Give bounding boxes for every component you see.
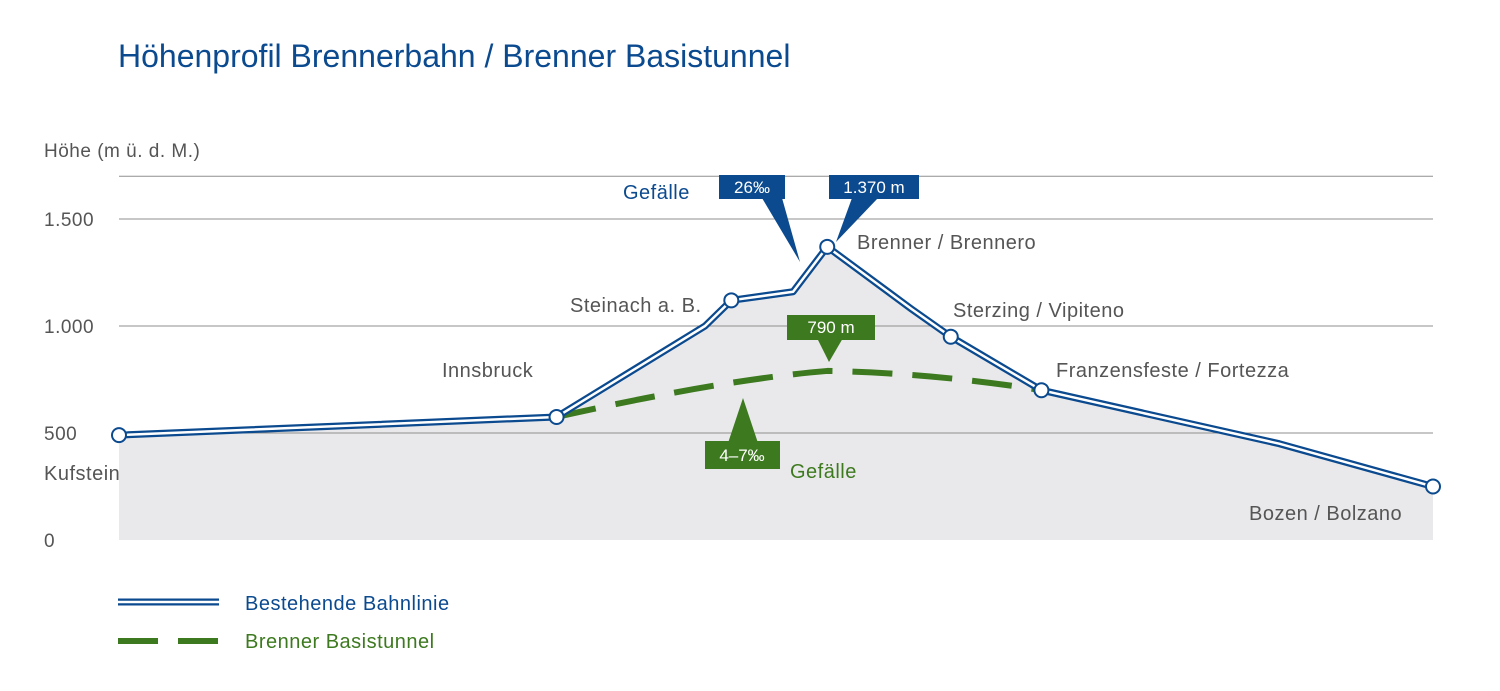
station-marker	[723, 292, 740, 309]
callout-box	[787, 315, 875, 340]
station-label-franzensfeste: Franzensfeste / Fortezza	[1056, 360, 1290, 382]
y-tick-labels: 0 500 1.000 1.500	[44, 210, 94, 552]
tunnel-line	[555, 367, 1042, 420]
legend: Bestehende Bahnlinie Brenner Basistunnel	[118, 593, 450, 653]
station-label-kufstein: Kufstein	[44, 463, 120, 485]
callout-gradient-tunnel-note: Gefälle	[790, 461, 857, 483]
terrain-area	[119, 246, 1433, 540]
callout-pointer	[728, 398, 758, 443]
callout-box	[719, 175, 785, 199]
legend-item-tunnel: Brenner Basistunnel	[118, 631, 435, 653]
y-axis-label: Höhe (m ü. d. M.)	[44, 141, 200, 162]
station-labels: Kufstein Innsbruck Steinach a. B. Brenne…	[44, 232, 1402, 525]
callout-peak-existing-value: 1.370 m	[843, 178, 904, 197]
callout-peak-tunnel: 790 m	[787, 315, 875, 362]
callout-pointer	[836, 198, 878, 242]
y-tick-label-0: 0	[44, 531, 55, 552]
callout-gradient-tunnel-value: 4–7‰	[719, 446, 764, 465]
station-marker	[1425, 478, 1441, 495]
callout-pointer	[817, 338, 843, 362]
callout-peak-existing: 1.370 m	[829, 175, 919, 242]
station-marker	[548, 408, 565, 425]
station-marker	[1033, 382, 1050, 399]
station-label-innsbruck: Innsbruck	[442, 360, 534, 382]
station-label-steinach: Steinach a. B.	[570, 295, 702, 317]
y-tick-label-1500: 1.500	[44, 210, 94, 231]
chart-title: Höhenprofil Brennerbahn / Brenner Basist…	[118, 38, 790, 74]
tunnel-series	[555, 367, 1042, 420]
legend-label-existing: Bestehende Bahnlinie	[245, 593, 450, 615]
callout-box	[829, 175, 919, 199]
callout-box	[705, 441, 780, 469]
station-marker	[942, 328, 959, 345]
station-markers	[111, 238, 1441, 495]
legend-item-existing: Bestehende Bahnlinie	[118, 593, 450, 615]
station-marker	[819, 238, 836, 255]
terrain-area-fill	[119, 246, 1433, 540]
station-label-brenner: Brenner / Brennero	[857, 232, 1036, 254]
callout-gradient-existing-value: 26‰	[734, 178, 770, 197]
callout-pointer	[762, 198, 800, 262]
callout-gradient-existing-note: Gefälle	[623, 182, 690, 204]
station-label-bozen: Bozen / Bolzano	[1249, 503, 1402, 525]
callout-gradient-existing: 26‰ Gefälle	[623, 175, 800, 262]
y-tick-label-1000: 1.000	[44, 317, 94, 338]
callout-peak-tunnel-value: 790 m	[807, 318, 854, 337]
y-tick-label-500: 500	[44, 424, 77, 445]
callout-gradient-tunnel: 4–7‰ Gefälle	[705, 398, 857, 483]
station-marker	[111, 427, 127, 444]
legend-label-tunnel: Brenner Basistunnel	[245, 631, 435, 653]
station-label-sterzing: Sterzing / Vipiteno	[953, 300, 1124, 322]
